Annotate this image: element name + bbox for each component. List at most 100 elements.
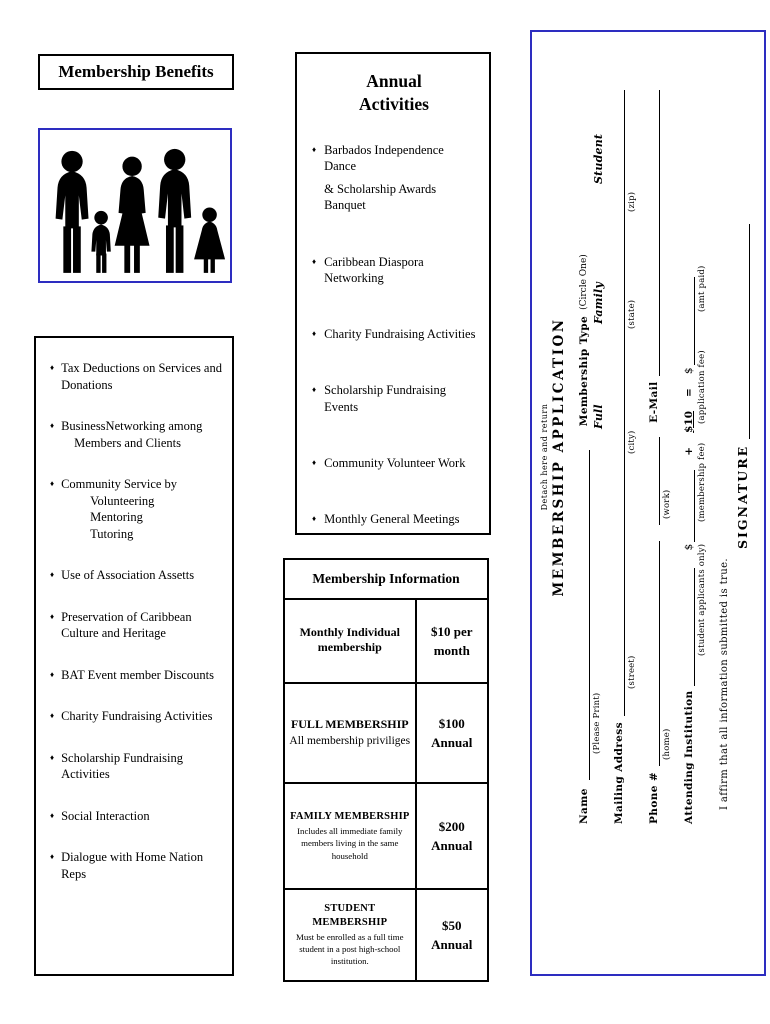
benefit-subtext: Volunteering xyxy=(90,493,155,508)
attending-institution-label: Attending Institution xyxy=(683,690,695,824)
city-label: (city) xyxy=(627,430,637,454)
activity-item: ♦ Community Volunteer Work xyxy=(312,455,476,471)
phone-home-field-line[interactable] xyxy=(647,540,660,766)
option-student[interactable]: Student xyxy=(592,133,605,184)
membership-benefits-heading-box: Membership Benefits xyxy=(38,54,234,90)
benefit-text: Donations xyxy=(61,377,113,392)
diamond-bullet-icon: ♦ xyxy=(50,752,55,762)
membership-name: FULL MEMBERSHIP xyxy=(290,717,409,732)
membership-price-period: month xyxy=(433,643,470,658)
membership-name: STUDENT MEMBERSHIP xyxy=(312,903,388,928)
amount-paid-dollar: $ xyxy=(683,367,695,375)
activity-item: ♦ Monthly General Meetings xyxy=(312,511,476,527)
benefit-item: ♦ Community Service by Volunteering Ment… xyxy=(50,476,224,542)
activity-item: ♦ Caribbean Diaspora Networking xyxy=(312,254,476,287)
please-print-label: (Please Print) xyxy=(592,692,602,754)
name-label: Name xyxy=(578,788,590,824)
benefit-text: Scholarship Fundraising Activities xyxy=(61,750,183,782)
street-label: (street) xyxy=(627,655,637,689)
benefit-text: Tax Deductions on Services and xyxy=(61,361,222,375)
table-title: Membership Information xyxy=(283,558,489,600)
diamond-bullet-icon: ♦ xyxy=(50,669,55,679)
mailing-address-row: Mailing Address xyxy=(612,90,625,824)
detach-note: Detach here and return xyxy=(540,403,549,511)
benefit-subtext: Tutoring xyxy=(90,526,134,541)
benefit-item: ♦ Scholarship Fundraising Activities xyxy=(50,750,224,783)
option-family[interactable]: Family xyxy=(592,282,605,324)
membership-price: $200 xyxy=(438,818,465,834)
activity-text: Monthly General Meetings xyxy=(324,512,460,526)
amount-paid-field-line[interactable] xyxy=(682,277,695,366)
membership-price-period: Annual xyxy=(431,937,473,952)
email-label: E-Mail xyxy=(648,381,660,423)
student-applicants-only-label: (student applicants only) xyxy=(697,543,707,656)
diamond-bullet-icon: ♦ xyxy=(50,711,55,720)
activity-text: & Scholarship Awards Banquet xyxy=(324,182,437,213)
benefit-text: Dialogue with Home Nation Reps xyxy=(61,850,204,881)
table-row: STUDENT MEMBERSHIP Must be enrolled as a… xyxy=(283,888,490,982)
address-sublabels-row: (street) (city) (state) (zip) xyxy=(627,90,637,824)
diamond-bullet-icon: ♦ xyxy=(50,479,55,488)
activity-item: ♦ Charity Fundraising Activities xyxy=(312,326,476,342)
membership-information-table: Membership Information Monthly Individua… xyxy=(283,558,490,982)
diamond-bullet-icon: ♦ xyxy=(312,329,317,338)
membership-benefits-title: Membership Benefits xyxy=(58,62,214,81)
signature-field-line[interactable] xyxy=(737,223,750,439)
benefit-text: Preservation of Caribbean xyxy=(61,609,192,624)
membership-name: Monthly Individual membership xyxy=(299,625,400,654)
phone-work-field-line[interactable] xyxy=(647,436,660,525)
application-fee-label: (application fee) xyxy=(697,350,707,424)
membership-name: FAMILY MEMBERSHIP xyxy=(290,810,410,822)
man-silhouette xyxy=(158,148,192,273)
name-field-line[interactable] xyxy=(577,450,590,781)
attending-institution-field-line[interactable] xyxy=(682,568,695,687)
benefit-item: ♦ Dialogue with Home Nation Reps xyxy=(50,849,224,882)
annual-activities-title: Annual Activities xyxy=(359,71,429,114)
activity-text: Scholarship Fundraising Events xyxy=(324,383,446,414)
diamond-bullet-icon: ♦ xyxy=(50,570,55,579)
diamond-bullet-icon: ♦ xyxy=(50,421,55,430)
benefit-item: ♦ Charity Fundraising Activities xyxy=(50,708,224,725)
phone-sublabels-row: (home) (work) xyxy=(662,90,672,824)
membership-price-period: Annual xyxy=(431,735,473,750)
table-row: FAMILY MEMBERSHIP Includes all immediate… xyxy=(283,782,490,890)
family-silhouette-image xyxy=(38,128,232,283)
benefit-text: Community Service by xyxy=(61,477,178,491)
membership-fee-dollar: $ xyxy=(683,543,695,551)
work-label: (work) xyxy=(662,489,672,519)
benefits-list: ♦ Tax Deductions on Services and Donatio… xyxy=(34,336,234,976)
diamond-bullet-icon: ♦ xyxy=(312,144,317,154)
membership-fee-field-line[interactable] xyxy=(682,469,695,542)
benefit-item: ♦ Use of Association Assetts xyxy=(50,567,224,584)
membership-price: $10 per xyxy=(431,623,473,639)
table-row: FULL MEMBERSHIP All membership privilige… xyxy=(283,682,490,784)
mailing-address-field-line[interactable] xyxy=(612,90,625,717)
zip-label: (zip) xyxy=(627,191,637,212)
option-full[interactable]: Full xyxy=(592,404,605,429)
benefit-text: BAT Event member Discounts xyxy=(61,667,214,682)
benefit-item: ♦ BusinessNetworking among Members and C… xyxy=(50,418,224,451)
diamond-bullet-icon: ♦ xyxy=(312,514,317,523)
benefit-text: Social Interaction xyxy=(61,808,150,823)
benefit-item: ♦ Preservation of Caribbean Culture and … xyxy=(50,609,224,642)
diamond-bullet-icon: ♦ xyxy=(312,385,317,395)
annual-activities-panel: Annual Activities ♦ Barbados Independenc… xyxy=(295,52,491,535)
signature-label: SIGNATURE xyxy=(735,444,750,549)
benefit-item: ♦ Tax Deductions on Services and Donatio… xyxy=(50,360,224,393)
table-row: Monthly Individual membership $10 per mo… xyxy=(283,598,490,684)
equals-sign: = xyxy=(683,388,695,397)
membership-price: $50 xyxy=(442,917,462,933)
benefit-text: Use of Association Assetts xyxy=(61,568,195,582)
name-row: Name Membership Type (Circle One) xyxy=(577,90,590,824)
email-field-line[interactable] xyxy=(647,90,660,376)
plus-sign: + xyxy=(683,446,695,456)
diamond-bullet-icon: ♦ xyxy=(312,256,317,266)
membership-type-label: Membership Type xyxy=(578,315,590,427)
membership-desc: Includes all immediate family members li… xyxy=(297,826,403,861)
diamond-bullet-icon: ♦ xyxy=(50,810,55,820)
affirmation-text: I affirm that all information submitted … xyxy=(719,558,730,810)
phone-row: Phone # E-Mail xyxy=(647,90,660,824)
fee-sublabels-row: (student applicants only) (membership fe… xyxy=(697,90,707,824)
application-form-title: MEMBERSHIP APPLICATION xyxy=(551,317,567,597)
activity-text: Charity Fundraising Activities xyxy=(324,327,476,341)
